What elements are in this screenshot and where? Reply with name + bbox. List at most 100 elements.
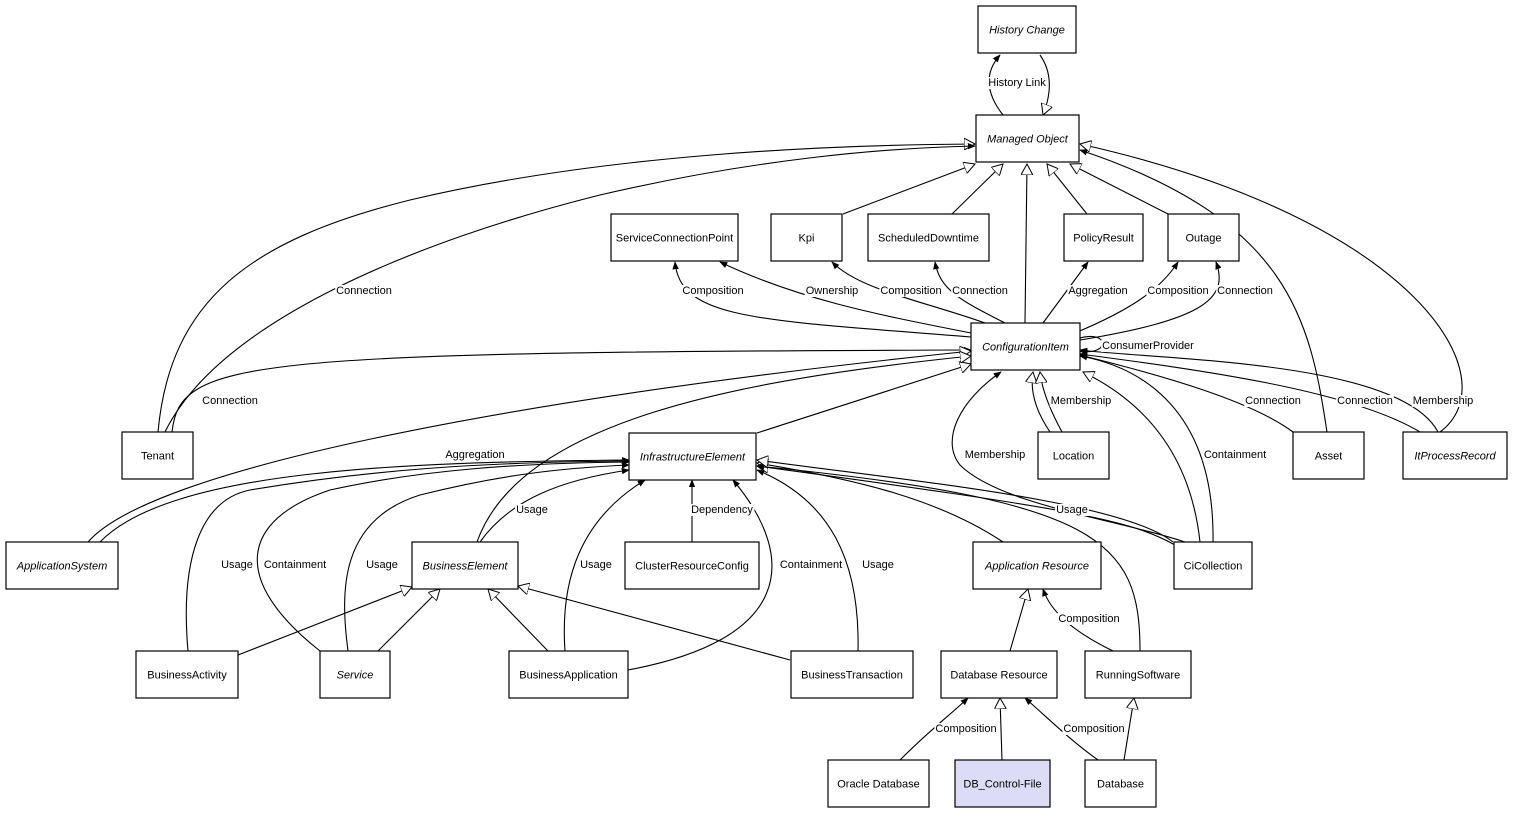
edge-label-bg-cic-usage (1055, 504, 1089, 516)
node-cluster-resource-config[interactable]: ClusterResourceConfig (624, 541, 760, 590)
edge-label-bg-bapp-usage (579, 559, 613, 571)
edge-location-ci-b (1040, 372, 1063, 433)
node-label-policy-result: PolicyResult (1073, 233, 1134, 245)
edge-cic-ci-containment (1083, 372, 1201, 543)
node-tenant[interactable]: Tenant (121, 431, 194, 480)
node-label-history-change: History Change (989, 25, 1065, 37)
node-policy-result[interactable]: PolicyResult (1063, 213, 1144, 262)
edge-database-rs (1123, 698, 1134, 761)
edge-label-bg-appsys-aggregation (444, 449, 506, 461)
edge-location-ci-a (1032, 372, 1051, 433)
node-box-kpi[interactable] (770, 213, 843, 262)
node-database-resource[interactable]: Database Resource (940, 650, 1058, 699)
edge-label-sd-connection: Connection (952, 285, 1008, 297)
node-box-ci-collection[interactable] (1173, 541, 1253, 590)
edge-label-bapp-containment: Containment (780, 559, 842, 571)
node-box-outage[interactable] (1167, 213, 1240, 262)
edge-database-dbr-composition (1024, 697, 1099, 761)
edge-service-ie-containment (256, 458, 630, 652)
node-service-connection-point[interactable]: ServiceConnectionPoint (610, 213, 739, 262)
node-box-infrastructure-element[interactable] (628, 432, 757, 481)
node-history-change[interactable]: History Change (977, 5, 1077, 54)
node-box-service-connection-point[interactable] (610, 213, 739, 262)
edge-label-bg-kpi-composition (879, 285, 943, 297)
node-label-managed-object: Managed Object (987, 134, 1069, 146)
edge-label-bg-tenant-ci-connection (201, 395, 259, 407)
edge-label-oracle-composition: Composition (935, 723, 996, 735)
node-db-control-file[interactable]: DB_Control-File (954, 759, 1051, 808)
node-box-application-system[interactable] (5, 541, 119, 590)
edge-label-scp-composition: Composition (682, 285, 743, 297)
node-service[interactable]: Service (319, 650, 391, 699)
edge-cic-ci-generalization (1079, 354, 1214, 543)
edge-label-bg-ba-usage (220, 559, 254, 571)
node-label-db-control-file: DB_Control-File (963, 779, 1041, 791)
node-box-tenant[interactable] (121, 431, 194, 480)
node-box-cluster-resource-config[interactable] (624, 541, 760, 590)
node-running-software[interactable]: RunningSoftware (1084, 650, 1192, 699)
node-outage[interactable]: Outage (1167, 213, 1240, 262)
node-managed-object[interactable]: Managed Object (975, 114, 1080, 163)
node-ci-collection[interactable]: CiCollection (1173, 541, 1253, 590)
edge-label-bg-outage-composition (1146, 285, 1210, 297)
node-label-cluster-resource-config: ClusterResourceConfig (635, 561, 749, 573)
node-box-business-application[interactable] (508, 650, 629, 699)
node-box-database[interactable] (1084, 759, 1157, 808)
node-label-infrastructure-element: InfrastructureElement (640, 452, 746, 464)
edge-labels-layer: History LinkConnectionConnectionComposit… (201, 77, 1475, 735)
edge-label-bg-tenant-mo-connection (335, 285, 393, 297)
node-business-application[interactable]: BusinessApplication (508, 650, 629, 699)
edge-label-consumer-provider: ConsumerProvider (1102, 340, 1194, 352)
node-scheduled-downtime[interactable]: ScheduledDowntime (867, 213, 990, 262)
node-box-location[interactable] (1037, 431, 1110, 480)
node-asset[interactable]: Asset (1292, 431, 1365, 480)
edge-label-itpr-membership: Membership (1413, 395, 1474, 407)
node-box-history-change[interactable] (977, 5, 1077, 54)
node-oracle-database[interactable]: Oracle Database (827, 759, 930, 808)
node-box-service[interactable] (319, 650, 391, 699)
node-configuration-item[interactable]: ConfigurationItem (970, 322, 1081, 371)
node-box-running-software[interactable] (1084, 650, 1192, 699)
node-application-resource[interactable]: Application Resource (972, 541, 1102, 590)
node-label-business-element: BusinessElement (423, 561, 509, 573)
node-business-transaction[interactable]: BusinessTransaction (790, 650, 914, 699)
edge-label-bg-bapp-containment (778, 559, 844, 571)
node-box-business-element[interactable] (411, 541, 519, 590)
node-box-database-resource[interactable] (940, 650, 1058, 699)
node-business-element[interactable]: BusinessElement (411, 541, 519, 590)
edge-label-cic-membership: Membership (965, 449, 1026, 461)
node-box-business-activity[interactable] (135, 650, 239, 699)
edge-dbr-ar (1009, 589, 1028, 652)
node-box-oracle-database[interactable] (827, 759, 930, 808)
edge-ci-managed-object (1025, 164, 1027, 324)
edge-label-appsys-aggregation: Aggregation (445, 449, 504, 461)
node-application-system[interactable]: ApplicationSystem (5, 541, 119, 590)
edge-label-bg-be-usage (515, 504, 549, 516)
edge-label-cic-usage: Usage (1056, 504, 1088, 516)
edge-ci-consumer-provider (1079, 336, 1104, 356)
node-box-asset[interactable] (1292, 431, 1365, 480)
node-it-process-record[interactable]: ItProcessRecord (1402, 431, 1508, 480)
node-box-policy-result[interactable] (1063, 213, 1144, 262)
edge-tenant-managed-object (157, 144, 975, 433)
edge-rs-ie (757, 466, 1141, 652)
node-box-application-resource[interactable] (972, 541, 1102, 590)
node-database[interactable]: Database (1084, 759, 1157, 808)
node-box-db-control-file[interactable] (954, 759, 1051, 808)
node-label-application-resource: Application Resource (984, 561, 1089, 573)
node-box-scheduled-downtime[interactable] (867, 213, 990, 262)
node-label-database-resource: Database Resource (950, 670, 1047, 682)
node-box-it-process-record[interactable] (1402, 431, 1508, 480)
edge-bapp-be (488, 589, 549, 652)
node-business-activity[interactable]: BusinessActivity (135, 650, 239, 699)
edge-tenant-ci-connection (171, 346, 972, 433)
node-label-location: Location (1053, 451, 1095, 463)
node-box-business-transaction[interactable] (790, 650, 914, 699)
node-infrastructure-element[interactable]: InfrastructureElement (628, 432, 757, 481)
node-box-configuration-item[interactable] (970, 322, 1081, 371)
node-location[interactable]: Location (1037, 431, 1110, 480)
edge-service-ie-usage (344, 462, 630, 652)
edge-label-itpr-connection: Connection (1337, 395, 1393, 407)
node-kpi[interactable]: Kpi (770, 213, 843, 262)
node-box-managed-object[interactable] (975, 114, 1080, 163)
